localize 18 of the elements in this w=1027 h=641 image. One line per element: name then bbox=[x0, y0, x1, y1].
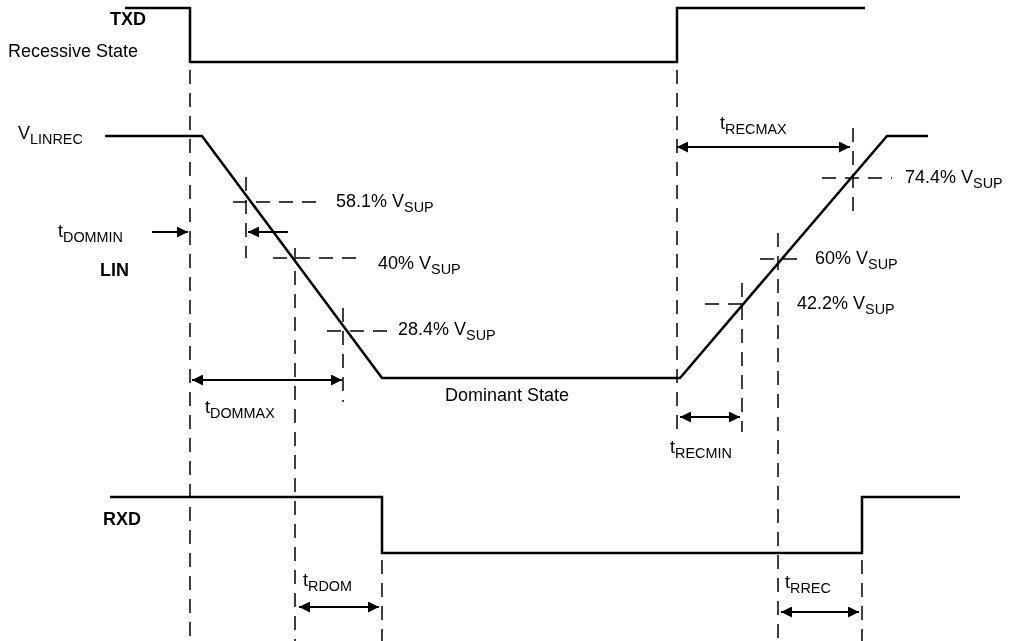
threshold-label: 40% V$_{SUP}$ bbox=[378, 254, 461, 278]
voltage-level-label: V$_{LINREC}$ bbox=[18, 124, 83, 148]
timing-label: t$_{RREC}$ bbox=[785, 573, 831, 597]
timing-label: t$_{DOMMAX}$ bbox=[205, 398, 275, 422]
threshold-label: 74.4% V$_{SUP}$ bbox=[905, 168, 1003, 192]
threshold-label: 58.1% V$_{SUP}$ bbox=[336, 192, 434, 216]
timing-label: t$_{DOMMIN}$ bbox=[58, 222, 123, 246]
signal-name: LIN bbox=[100, 261, 129, 281]
threshold-label: 28.4% V$_{SUP}$ bbox=[398, 320, 496, 344]
threshold-label: 42.2% V$_{SUP}$ bbox=[797, 294, 895, 318]
signal-name: RXD bbox=[103, 510, 141, 530]
timing-label: t$_{RECMAX}$ bbox=[720, 114, 787, 138]
threshold-label: 60% V$_{SUP}$ bbox=[815, 249, 898, 273]
state-label: Dominant State bbox=[445, 386, 570, 406]
timing-label: t$_{RDOM}$ bbox=[303, 571, 352, 595]
state-label: Recessive State bbox=[8, 42, 139, 62]
signal-name: TXD bbox=[110, 10, 146, 30]
timing-label: t$_{RECMIN}$ bbox=[670, 438, 732, 462]
